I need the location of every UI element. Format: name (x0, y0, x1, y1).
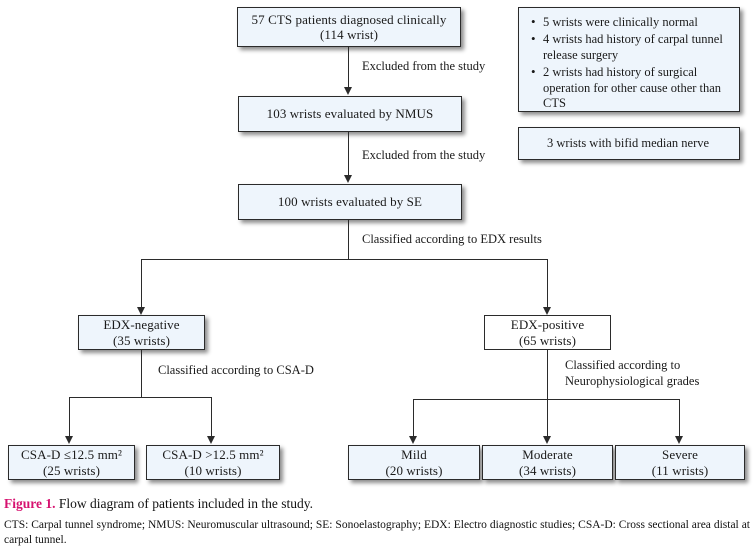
node-cts-patients: 57 CTS patients diagnosed clinically (11… (237, 7, 461, 47)
arrowhead-csa-high (207, 436, 215, 444)
arrowhead-csa-low (65, 436, 73, 444)
note-exclusions-item: 2 wrists had history of surgical operati… (531, 64, 729, 113)
split-bar-grades (413, 399, 680, 400)
node-csa-high-line1: CSA-D >12.5 mm² (162, 447, 264, 463)
node-severe: Severe (11 wrists) (615, 445, 745, 480)
edge-label-excluded-2: Excluded from the study (362, 148, 486, 162)
node-csa-high-line2: (10 wrists) (184, 462, 242, 478)
edge-label-classified-grades: Classified according to Neurophysiologic… (565, 358, 700, 388)
node-cts-patients-line2: (114 wrist) (319, 27, 379, 42)
note-bifid-median-nerve: 3 wrists with bifid median nerve (518, 127, 740, 160)
node-severe-line2: (11 wrists) (651, 462, 709, 478)
node-cts-patients-line1: 57 CTS patients diagnosed clinically (251, 11, 447, 27)
edge-label-classified-edx: Classified according to EDX results (362, 232, 542, 246)
connector-split-to-edx-positive (547, 259, 548, 308)
connector-se-to-split (348, 220, 349, 259)
figure-number-label: Figure 1. (4, 496, 56, 511)
node-mild: Mild (20 wrists) (348, 445, 480, 480)
node-edx-negative: EDX-negative (35 wrists) (78, 315, 205, 350)
arrowhead-edx-negative (137, 307, 145, 315)
connector-split-to-moderate (547, 399, 548, 437)
node-se: 100 wrists evaluated by SE (238, 184, 462, 220)
arrowhead-edx-positive (543, 307, 551, 315)
node-se-line1: 100 wrists evaluated by SE (277, 194, 423, 210)
figure-footnote: CTS: Carpal tunnel syndrome; NMUS: Neuro… (4, 519, 750, 547)
arrowhead-moderate (543, 436, 551, 444)
node-edx-negative-line1: EDX-negative (103, 317, 180, 333)
note-exclusions-item: 5 wrists were clinically normal (531, 14, 729, 31)
node-csa-low-line1: CSA-D ≤12.5 mm² (20, 447, 122, 463)
node-mild-line1: Mild (401, 447, 427, 463)
node-moderate-line2: (34 wrists) (518, 462, 577, 478)
edge-label-classified-csad: Classified according to CSA-D (158, 363, 314, 377)
node-edx-negative-line2: (35 wrists) (112, 332, 171, 348)
node-edx-positive-line1: EDX-positive (510, 317, 585, 333)
node-edx-positive-line2: (65 wrists) (518, 332, 577, 348)
node-csa-low: CSA-D ≤12.5 mm² (25 wrists) (8, 445, 135, 480)
connector-split-to-edx-negative (141, 259, 142, 308)
arrowhead-nmus-to-se (344, 175, 352, 183)
connector-edx-positive-to-split (547, 350, 548, 399)
node-severe-line1: Severe (662, 447, 698, 463)
arrowhead-severe (675, 436, 683, 444)
connector-split-to-csa-high (211, 397, 212, 437)
connector-split-to-severe (679, 399, 680, 437)
arrowhead-mild (409, 436, 417, 444)
connector-cts-to-nmus (348, 47, 349, 88)
split-bar-csad (69, 397, 211, 398)
figure-caption-text: Flow diagram of patients included in the… (55, 496, 313, 511)
arrowhead-cts-to-nmus (344, 87, 352, 95)
connector-split-to-csa-low (69, 397, 70, 437)
edge-label-excluded-1: Excluded from the study (362, 59, 486, 73)
note-exclusions-item: 4 wrists had history of carpal tunnel re… (531, 31, 729, 64)
note-exclusions-list: 5 wrists were clinically normal 4 wrists… (527, 14, 729, 113)
node-csa-high: CSA-D >12.5 mm² (10 wrists) (146, 445, 280, 480)
note-exclusions: 5 wrists were clinically normal 4 wrists… (518, 7, 740, 112)
connector-edx-negative-to-split (141, 350, 142, 397)
figure-caption: Figure 1. Flow diagram of patients inclu… (4, 496, 313, 512)
note-bifid-text: 3 wrists with bifid median nerve (546, 135, 710, 150)
node-nmus-line1: 103 wrists evaluated by NMUS (266, 106, 434, 122)
connector-split-to-mild (413, 399, 414, 437)
node-moderate-line1: Moderate (522, 447, 573, 463)
split-bar-edx (141, 259, 548, 260)
node-mild-line2: (20 wrists) (385, 462, 443, 478)
node-moderate: Moderate (34 wrists) (482, 445, 613, 480)
node-nmus: 103 wrists evaluated by NMUS (238, 96, 462, 132)
node-csa-low-line2: (25 wrists) (42, 462, 101, 478)
node-edx-positive: EDX-positive (65 wrists) (484, 315, 611, 350)
connector-nmus-to-se (348, 132, 349, 176)
